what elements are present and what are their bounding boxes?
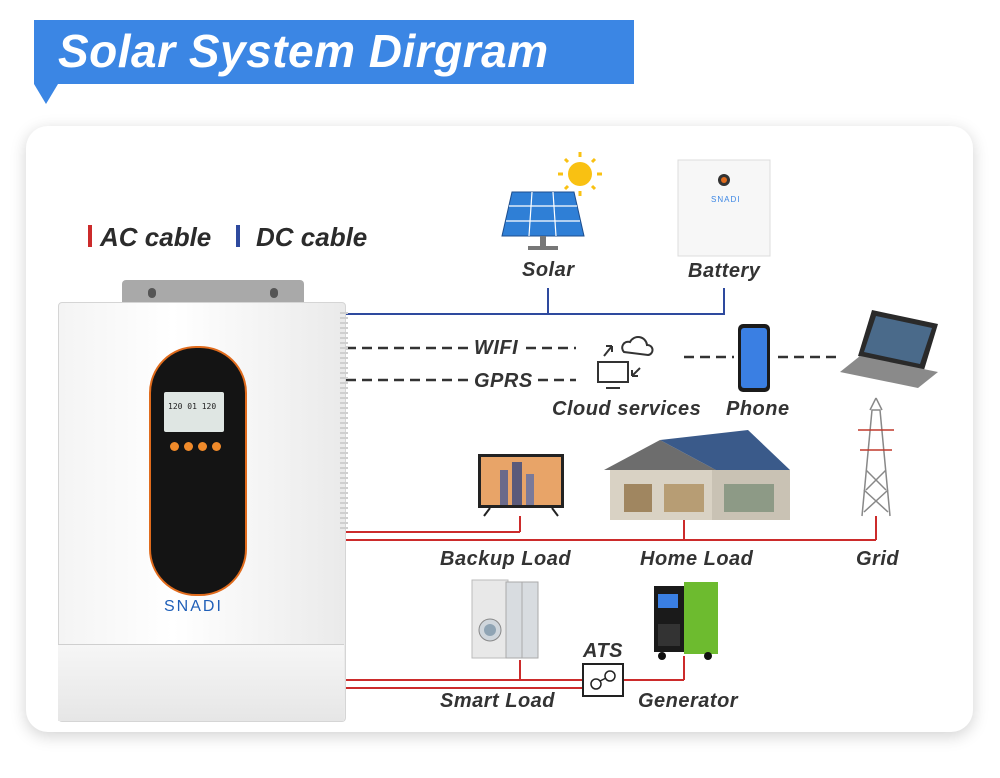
grid-tower-icon (858, 397, 894, 517)
inverter-vent (340, 312, 348, 532)
phone-icon (738, 324, 770, 392)
gprs-label: GPRS (474, 370, 533, 392)
solar-label: Solar (522, 259, 575, 281)
wifi-label: WIFI (474, 337, 519, 359)
ac-legend-label: AC cable (100, 222, 212, 252)
solar-panel-icon (501, 191, 585, 250)
inverter-lcd-display: 120 01 120 (164, 392, 224, 432)
sun-icon (558, 152, 602, 196)
dc-legend-label: DC cable (256, 222, 368, 252)
generator-icon (654, 582, 718, 660)
cloud-services-label: Cloud services (552, 398, 702, 420)
dc-cable (344, 288, 725, 315)
cloud-services-icon (597, 336, 654, 389)
laptop-icon (840, 310, 938, 388)
bracket-hole (148, 288, 156, 298)
comm-lines (346, 346, 840, 382)
tv-icon (478, 454, 564, 517)
battery-icon (677, 159, 771, 257)
home-load-label: Home Load (640, 548, 754, 570)
ats-label: ATS (583, 640, 624, 662)
house-icon (604, 430, 790, 520)
inverter-button (198, 442, 207, 451)
title-banner-tail (34, 84, 58, 104)
backup-load-label: Backup Load (440, 548, 572, 570)
inverter-button (170, 442, 179, 451)
inverter-base (58, 644, 344, 721)
ac-legend-swatch (88, 225, 92, 247)
title-banner (34, 20, 634, 84)
battery-brand-logo: SNADI (711, 195, 741, 204)
lcd-readout: 120 01 120 (168, 402, 217, 411)
smart-load-appliances-icon (471, 579, 539, 659)
inverter-brand-logo: SNADI (164, 598, 223, 615)
grid-label: Grid (856, 548, 900, 570)
inverter-button (212, 442, 221, 451)
ats-switch (582, 663, 624, 697)
inverter-control-panel (149, 346, 247, 596)
battery-label: Battery (688, 260, 761, 282)
ac-cable (344, 516, 877, 689)
page-title: Solar System Dirgram (58, 25, 549, 77)
phone-label: Phone (726, 398, 790, 420)
inverter-button (184, 442, 193, 451)
dc-legend-swatch (236, 225, 240, 247)
smart-load-label: Smart Load (440, 690, 556, 712)
bracket-hole (270, 288, 278, 298)
generator-label: Generator (638, 690, 739, 712)
